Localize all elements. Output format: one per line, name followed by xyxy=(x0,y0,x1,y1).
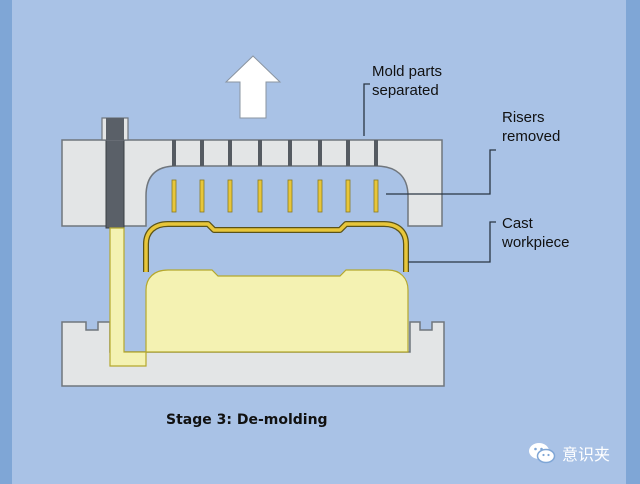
watermark-text: 意识夹 xyxy=(562,447,611,464)
leader-lines xyxy=(363,83,496,263)
diagram-caption: Stage 3: De-molding xyxy=(166,412,328,428)
lower-mold-core xyxy=(145,269,409,353)
label-line: separated xyxy=(372,82,439,99)
sprue-post xyxy=(109,227,147,367)
label-risers-removed: Risers removed xyxy=(502,108,560,146)
cast-workpiece-fill xyxy=(144,222,408,272)
watermark: 意识夹 xyxy=(528,441,610,465)
label-line: workpiece xyxy=(502,234,570,251)
label-cast-workpiece: Cast workpiece xyxy=(502,214,570,252)
label-mold-parts-separated: Mold parts separated xyxy=(372,62,442,100)
label-line: Mold parts xyxy=(372,63,443,80)
lower-mold-base xyxy=(61,321,445,387)
vent-slots xyxy=(172,140,378,166)
label-line: Risers xyxy=(502,109,545,126)
label-line: Cast xyxy=(502,215,533,232)
wechat-icon xyxy=(529,443,556,464)
sprue-top xyxy=(106,118,124,140)
removed-risers xyxy=(171,179,379,213)
lift-arrow-icon xyxy=(224,55,282,119)
label-line: removed xyxy=(502,128,561,145)
